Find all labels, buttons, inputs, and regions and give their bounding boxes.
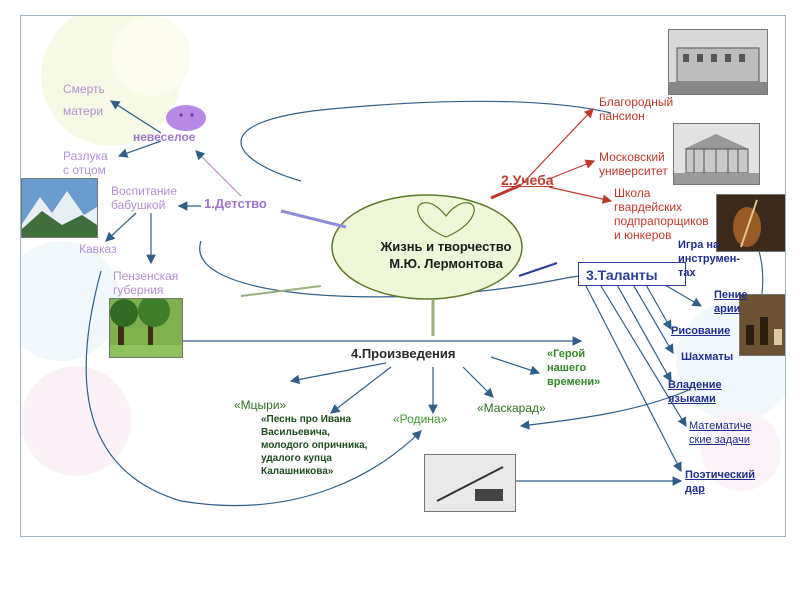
talents-box	[578, 262, 686, 286]
center-line-1: Жизнь и творчество	[380, 239, 512, 254]
mountains-photo	[21, 178, 98, 238]
talent-singing: Пение арии	[714, 289, 748, 315]
work-mtsyri: «Мцыри»	[234, 398, 287, 412]
connector-layer	[21, 16, 785, 507]
background-decoration	[21, 16, 785, 491]
sad-label: невеселое	[133, 130, 196, 144]
talent-drawing: Рисование	[671, 325, 731, 337]
branch-childhood: 1.Детство	[204, 196, 267, 211]
death-of-mother: Смерть матери	[63, 82, 105, 118]
school-label: Школа гвардейских подпрапорщиков и юнкер…	[614, 186, 709, 242]
separation-from-father: Разлука с отцом	[63, 149, 108, 177]
forest-photo	[109, 298, 183, 358]
center-ellipse	[331, 194, 523, 300]
work-song: «Песнь про Ивана Васильевича, молодого о…	[261, 414, 368, 477]
branch-study: 2.Учеба	[501, 172, 554, 188]
caucasus-label: Кавказ	[79, 242, 117, 256]
talent-chess: Шахматы	[681, 351, 734, 363]
diagram-frame: Жизнь и творчество М.Ю. Лермонтова 1.Дет…	[20, 15, 786, 537]
pension-label: Благородный пансион	[599, 95, 674, 123]
pension-photo	[668, 29, 768, 95]
university-photo	[673, 123, 760, 185]
work-hero: «Герой нашего времени»	[547, 348, 601, 388]
work-masquerade: «Маскарад»	[477, 401, 546, 415]
branch-works: 4.Произведения	[351, 346, 456, 361]
violin-photo	[716, 194, 785, 252]
talent-math: Математиче ские задачи	[689, 420, 752, 446]
talent-instruments: Игра на инструмен- тах	[678, 239, 741, 279]
upbringing-by-grandmother: Воспитание бабушкой	[111, 184, 177, 212]
talent-poetic: Поэтический дар	[685, 469, 756, 495]
penza-label: Пензенская губерния	[113, 269, 179, 297]
work-rodina: «Родина»	[393, 412, 448, 426]
talent-languages: Владение языками	[668, 379, 722, 405]
heart-shape	[417, 202, 475, 238]
sad-face-icon	[166, 105, 206, 131]
center-line-2: М.Ю. Лермонтова	[389, 256, 503, 271]
branch-talents: 3.Таланты	[586, 267, 658, 283]
loop-curve	[240, 100, 612, 182]
university-label: Московский университет	[599, 150, 668, 178]
quill-photo	[424, 454, 516, 512]
center-topic: Жизнь и творчество М.Ю. Лермонтова	[351, 238, 541, 272]
chess-photo	[739, 294, 785, 356]
